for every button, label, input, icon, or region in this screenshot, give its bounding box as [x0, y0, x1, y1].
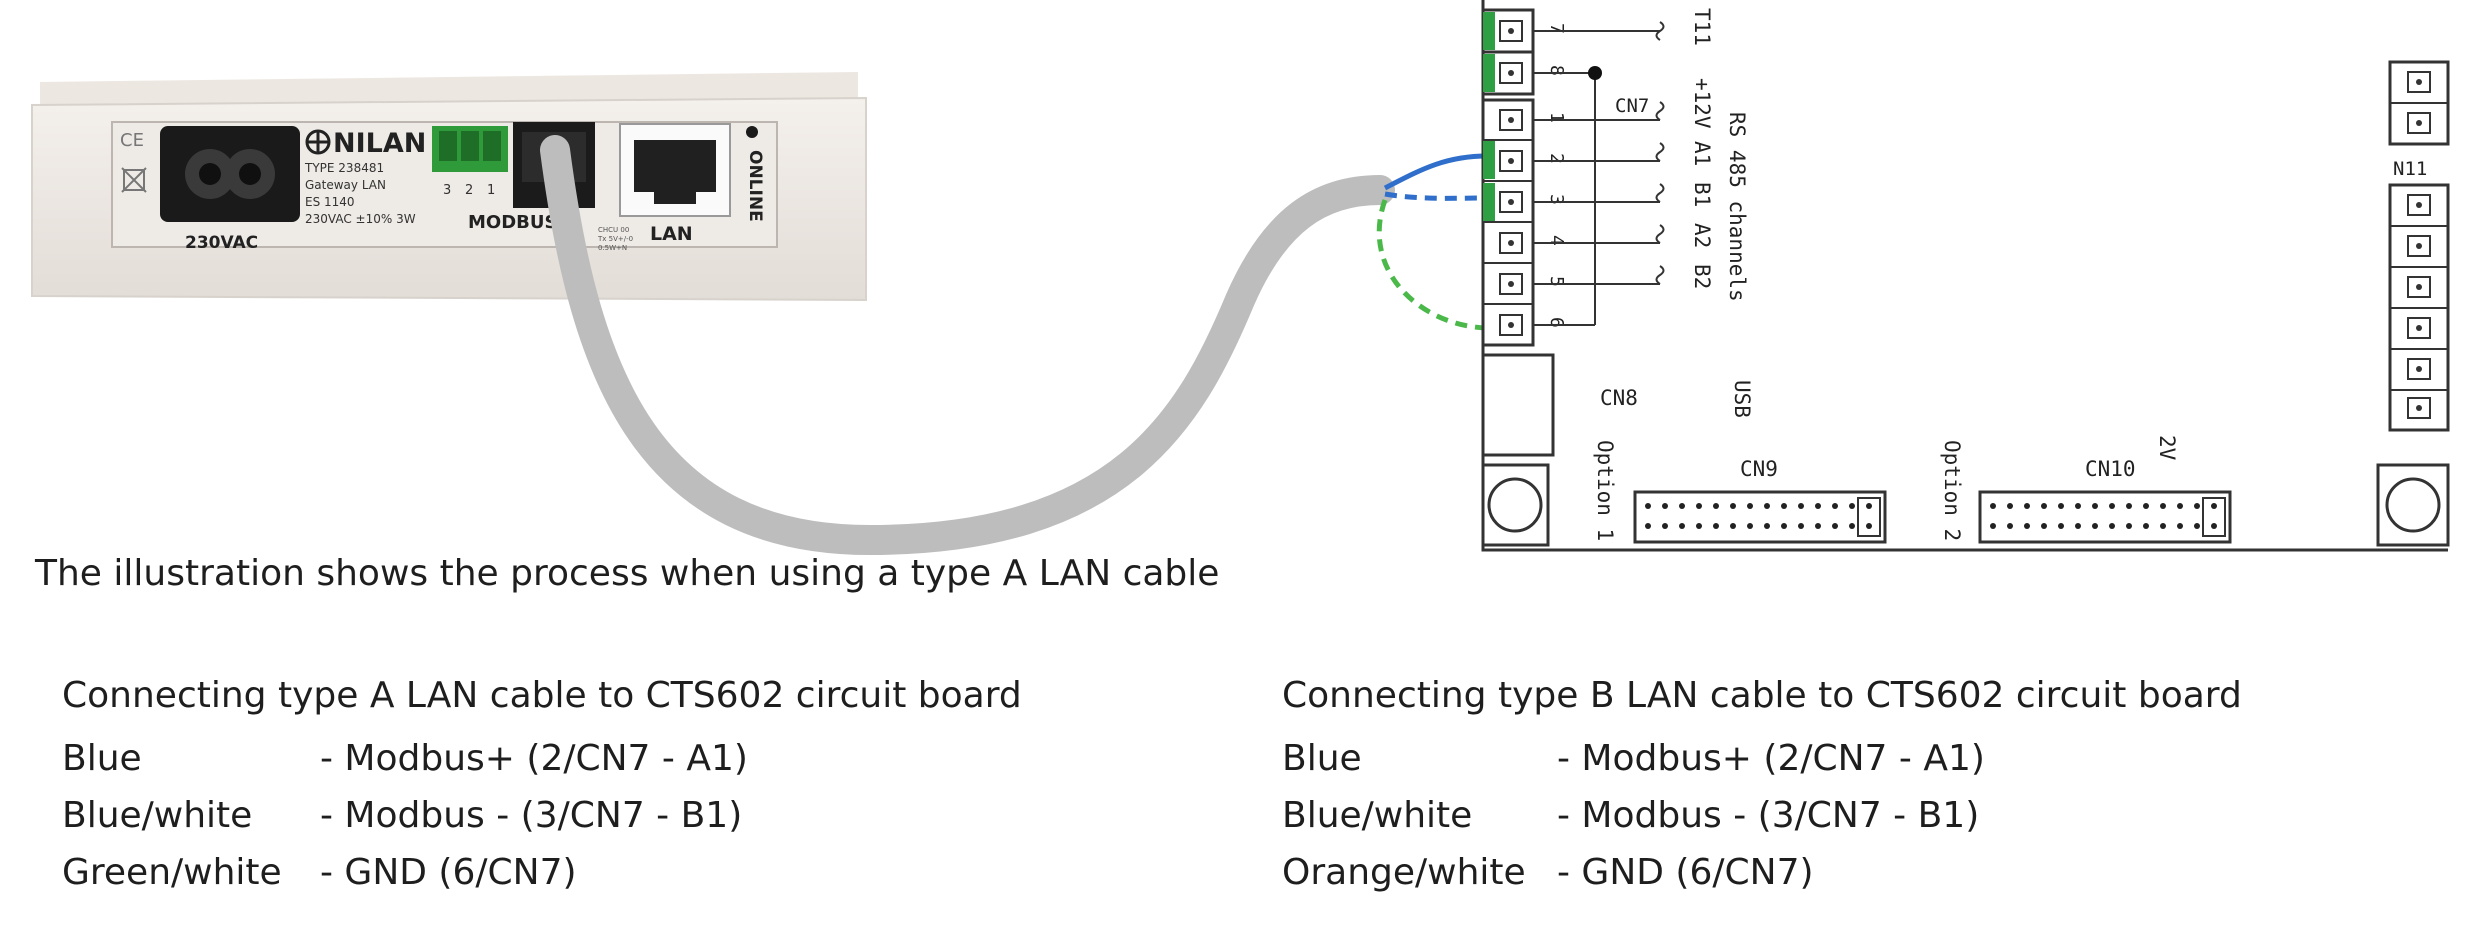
wire-blue-white [1384, 191, 1488, 201]
signal-a1-label: A1 [1690, 141, 1714, 166]
label-2v: 2V [2155, 435, 2179, 461]
ce-mark-icon: CE [120, 130, 147, 193]
lan-jack [619, 123, 731, 217]
svg-text:Tx 5V+/-0: Tx 5V+/-0 [597, 235, 633, 243]
lan-label: LAN [650, 223, 693, 245]
type-a-row: Green/white - GND (6/CN7) [62, 844, 1022, 901]
modbus-pin-3: 3 [443, 183, 451, 198]
modbus-terminal [432, 126, 508, 172]
cn10-label: CN10 [2085, 457, 2136, 481]
type-b-row: Blue/white - Modbus - (3/CN7 - B1) [1282, 787, 2242, 844]
signal-b2-label: B2 [1690, 264, 1714, 289]
schematic-lines [1533, 21, 1665, 326]
cn7-pin-3: 3 [1546, 194, 1567, 205]
gateway-line: Gateway LAN [305, 178, 386, 192]
cn7-pin-4: 4 [1546, 235, 1567, 246]
type-b-row: Orange/white - GND (6/CN7) [1282, 844, 2242, 901]
wire-function-label: - Modbus+ (2/CN7 - A1) [320, 738, 748, 779]
wire-function-label: - GND (6/CN7) [1557, 852, 1814, 893]
lan-cable [540, 135, 1395, 556]
type-b-connection-block: Connecting type B LAN cable to CTS602 ci… [1282, 675, 2242, 901]
usb-label: USB [1730, 380, 1754, 418]
wire-color-label: Blue [1282, 738, 1362, 779]
wire-green-white [1376, 199, 1488, 331]
wire-color-label: Blue [62, 738, 142, 779]
n11-label: N11 [2393, 158, 2427, 180]
type-b-row: Blue - Modbus+ (2/CN7 - A1) [1282, 730, 2242, 787]
nilan-logo-icon [305, 129, 331, 155]
power-inlet [160, 126, 300, 222]
signal-a2-label: A2 [1690, 223, 1714, 248]
wire-blue [1383, 153, 1488, 191]
figure-caption: The illustration shows the process when … [35, 553, 1220, 594]
option1-label: Option 1 [1593, 440, 1617, 541]
modbus-pin-2: 2 [465, 183, 473, 198]
es-line: ES 1140 [305, 195, 355, 209]
cn7-terminal-block [1481, 98, 1535, 347]
cn7-pin-2: 2 [1546, 153, 1567, 164]
wire-color-label: Orange/white [1282, 852, 1526, 893]
usb-port [1481, 353, 1555, 457]
type-b-heading: Connecting type B LAN cable to CTS602 ci… [1282, 675, 2242, 716]
option2-label: Option 2 [1940, 440, 1964, 541]
cn7-pin-5: 5 [1546, 276, 1567, 287]
wire-function-label: - Modbus - (3/CN7 - B1) [1557, 795, 1980, 836]
power-inlet-label: 230VAC [185, 233, 258, 253]
modbus-label: MODBUS [468, 212, 557, 233]
gateway-device: 230VAC CE NILAN TYPE 238481 Gateway LAN … [31, 72, 867, 302]
cn7-label: CN7 [1615, 95, 1649, 117]
terminal-label-8: 8 [1546, 65, 1567, 76]
svg-text:0.5W+N: 0.5W+N [598, 244, 627, 252]
cn9-header [1633, 490, 1887, 544]
n11-terminal-block [2388, 183, 2450, 432]
cn7-pin-1: 1 [1546, 112, 1567, 123]
type-line: TYPE 238481 [304, 161, 384, 175]
cn9-label: CN9 [1740, 457, 1778, 481]
signal-12v-label: +12V [1690, 78, 1714, 129]
wire-function-label: - GND (6/CN7) [320, 852, 577, 893]
cn10-header [1978, 490, 2232, 544]
signal-b1-label: B1 [1690, 182, 1714, 207]
online-label: ONLINE [745, 150, 765, 222]
type-a-row: Blue - Modbus+ (2/CN7 - A1) [62, 730, 1022, 787]
modbus-pin-1: 1 [487, 183, 495, 198]
t11-label: T11 [1690, 8, 1714, 46]
cn8-label: CN8 [1600, 386, 1638, 410]
terminal-block-top [1481, 8, 1535, 96]
type-a-heading: Connecting type A LAN cable to CTS602 ci… [62, 675, 1022, 716]
type-a-row: Blue/white - Modbus - (3/CN7 - B1) [62, 787, 1022, 844]
svg-text:CE: CE [120, 130, 144, 151]
label-strip: CHCU 00 Tx 5V+/-0 0.5W+N [597, 226, 633, 252]
cts602-circuit-board: 7 8 1 2 3 4 5 6 [1481, 0, 2450, 552]
wire-function-label: - Modbus+ (2/CN7 - A1) [1557, 738, 1985, 779]
wiring-diagram: 230VAC CE NILAN TYPE 238481 Gateway LAN … [31, 0, 2450, 556]
right-terminal-small [2388, 60, 2450, 146]
type-a-connection-block: Connecting type A LAN cable to CTS602 ci… [62, 675, 1022, 901]
rs485-label: RS 485 channels [1725, 112, 1749, 302]
online-led [746, 126, 758, 138]
power-line: 230VAC ±10% 3W [305, 212, 416, 226]
brand-name: NILAN [333, 128, 426, 159]
wire-color-label: Blue/white [1282, 795, 1473, 836]
terminal-label-7: 7 [1546, 23, 1567, 34]
wire-color-label: Green/white [62, 852, 282, 893]
wire-color-label: Blue/white [62, 795, 253, 836]
wire-function-label: - Modbus - (3/CN7 - B1) [320, 795, 743, 836]
svg-text:CHCU 00: CHCU 00 [598, 226, 629, 234]
cn7-pin-6: 6 [1546, 317, 1567, 328]
junction-dot [1588, 66, 1602, 80]
